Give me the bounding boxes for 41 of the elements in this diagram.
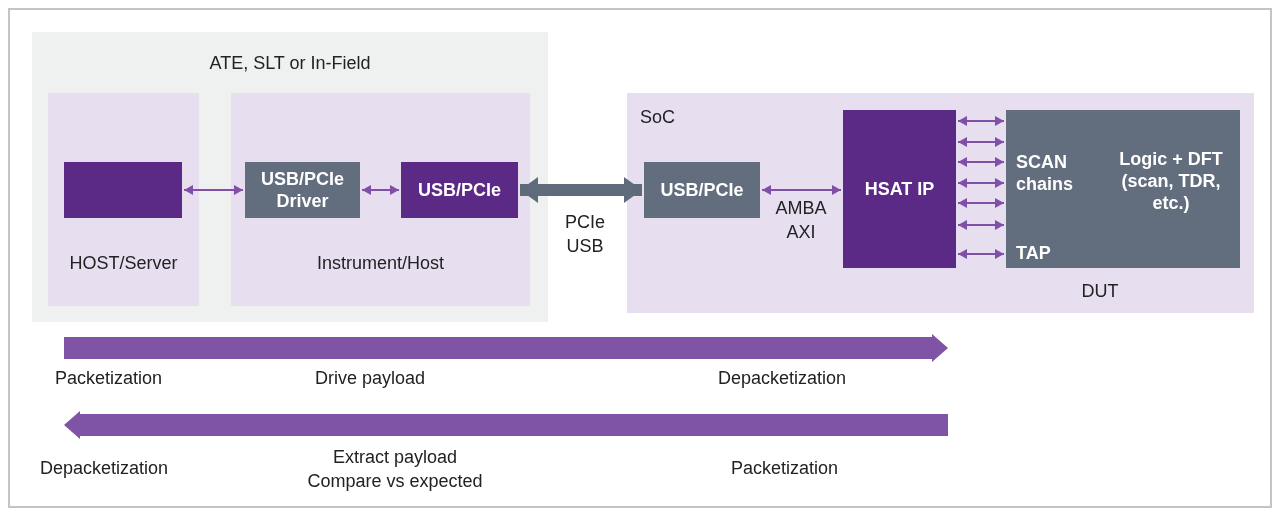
flow-step-label: Drive payload xyxy=(315,367,426,390)
interface-box xyxy=(401,162,518,218)
block-caption: DUT xyxy=(1080,280,1120,303)
block-label: USB/PCIe Driver xyxy=(260,168,345,213)
block-label: USB/PCIe xyxy=(417,179,502,202)
driver-box xyxy=(245,162,360,218)
software-box xyxy=(64,162,182,218)
soc-panel xyxy=(627,93,1254,313)
interface-box xyxy=(644,162,760,218)
group-title: Instrument/Host xyxy=(315,252,445,275)
group-panel xyxy=(48,93,199,306)
double-arrow xyxy=(957,198,1005,208)
double-arrow xyxy=(361,185,400,195)
thick-double-arrow xyxy=(520,177,642,203)
block-label: SCAN chains xyxy=(1016,151,1075,196)
double-arrow xyxy=(957,116,1005,126)
block-label: TAP xyxy=(1016,242,1052,265)
flow-step-label: Extract payload Compare vs expected xyxy=(306,446,484,493)
double-arrow xyxy=(957,157,1005,167)
double-arrow xyxy=(957,137,1005,147)
group-title: HOST/Server xyxy=(68,252,179,275)
flow-step-label: Depacketization xyxy=(718,367,847,390)
double-arrow xyxy=(957,178,1005,188)
flow-step-label: Packetization xyxy=(731,457,839,480)
group-title: SoC xyxy=(640,106,676,129)
ip-block xyxy=(843,110,956,268)
dut-block xyxy=(1006,110,1240,268)
double-arrow xyxy=(957,220,1005,230)
block-label: Logic + DFT (scan, TDR, etc.) xyxy=(1118,148,1224,214)
group-title: ATE, SLT or In-Field xyxy=(208,52,372,75)
double-arrow xyxy=(957,249,1005,259)
block-label: HSAT IP xyxy=(863,178,936,201)
block-label: USB/PCIe xyxy=(659,179,745,202)
group-panel xyxy=(32,32,548,322)
edge-label: AMBA AXI xyxy=(774,197,828,244)
edge-label: PCIe USB xyxy=(564,211,606,258)
flow-step-label: Packetization xyxy=(55,367,163,390)
group-panel xyxy=(231,93,530,306)
flow-step-label: Depacketization xyxy=(40,457,169,480)
double-arrow xyxy=(761,185,842,195)
double-arrow xyxy=(183,185,244,195)
